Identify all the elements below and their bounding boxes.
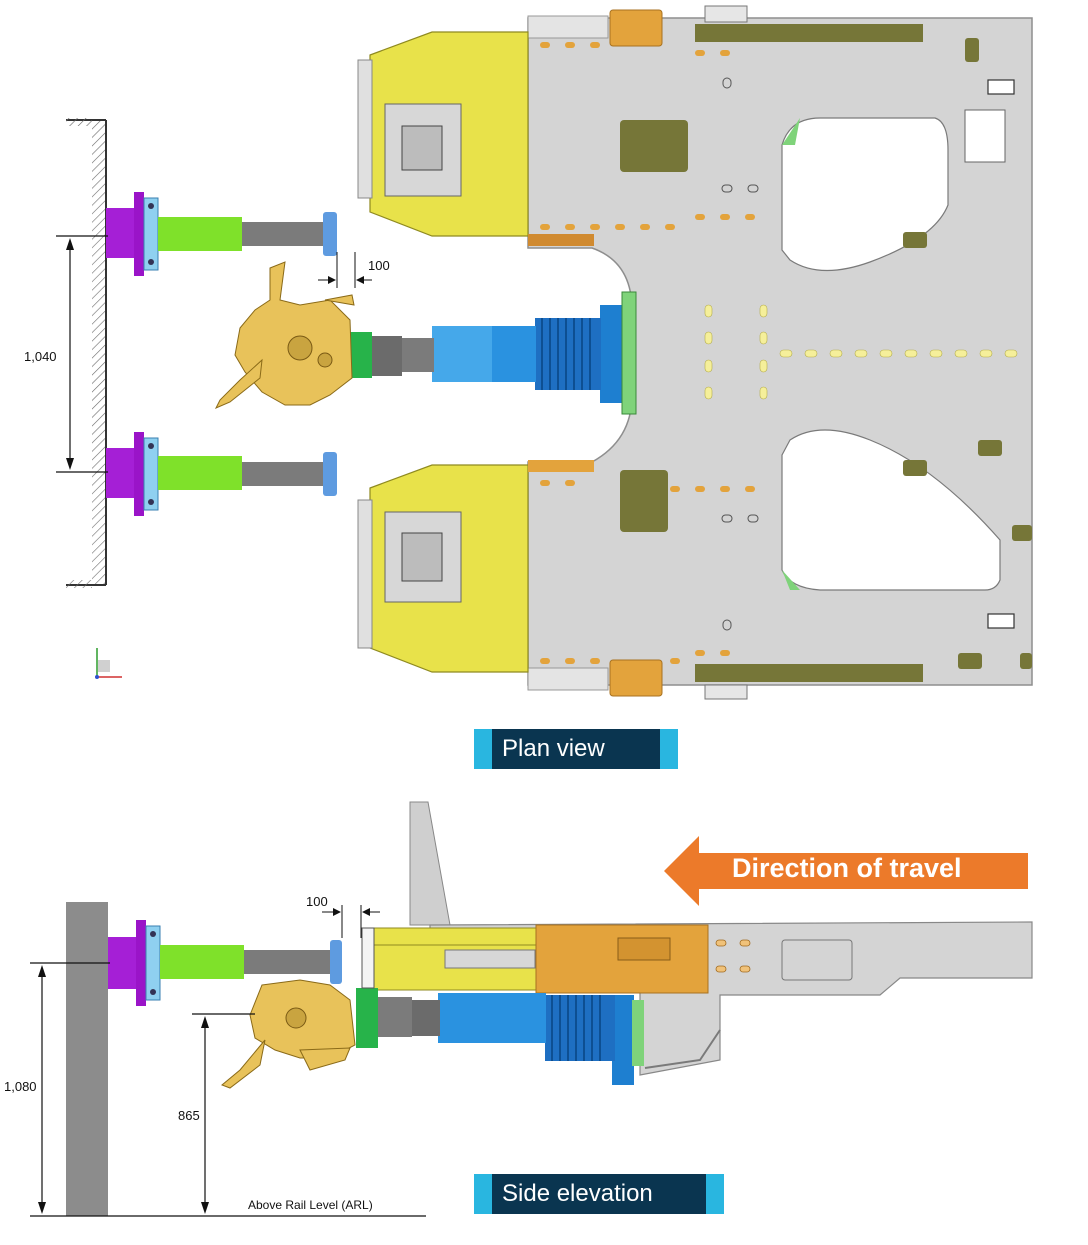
side-elevation-label: Side elevation xyxy=(492,1174,706,1214)
side-dim-1080-text: 1,080 xyxy=(4,1079,37,1094)
side-elevation-drawing: Above Rail Level (ARL) 1,080 865 100 xyxy=(4,801,1033,1217)
plan-olive-bar-top xyxy=(695,24,923,42)
side-tag-right-bar xyxy=(706,1174,724,1214)
direction-arrow-icon xyxy=(664,836,1028,906)
side-elevation-tag: Side elevation xyxy=(474,1174,724,1214)
plan-dim-1040-text: 1,040 xyxy=(24,349,57,364)
plan-underframe xyxy=(527,5,1033,700)
plan-tag-right-bar xyxy=(660,729,678,769)
direction-of-travel-label: Direction of travel xyxy=(732,853,962,883)
plan-cab-end-lower xyxy=(357,460,594,673)
plan-olive-bar-bottom xyxy=(695,664,923,682)
plan-dim-100: 100 xyxy=(318,252,390,288)
plan-buffer-stop-wall xyxy=(66,118,107,588)
side-dim-1080: 1,080 xyxy=(4,962,110,1214)
plan-tag-left-bar xyxy=(474,729,492,769)
side-buffer-stop-wall xyxy=(66,902,108,1216)
side-dim-865: 865 xyxy=(178,1013,255,1214)
plan-view-drawing: 1,040 100 xyxy=(24,5,1033,700)
side-buffer xyxy=(108,920,375,1006)
rail-level-label: Above Rail Level (ARL) xyxy=(248,1198,373,1212)
plan-coupler-head xyxy=(214,261,355,409)
plan-draft-gear xyxy=(348,291,637,415)
plan-view-label: Plan view xyxy=(492,729,660,769)
side-underframe xyxy=(369,801,1033,1076)
plan-buffer-upper xyxy=(106,192,337,276)
plan-buffer-lower xyxy=(106,432,337,516)
side-coupler-head xyxy=(221,979,356,1089)
side-draft-gear xyxy=(356,988,644,1085)
side-dim-865-text: 865 xyxy=(178,1108,200,1123)
plan-dim-1040: 1,040 xyxy=(24,235,108,473)
plan-dim-100-text: 100 xyxy=(368,258,390,273)
side-tag-left-bar xyxy=(474,1174,492,1214)
side-dim-100-text: 100 xyxy=(306,894,328,909)
axis-triad-icon xyxy=(95,648,122,679)
plan-rivets xyxy=(540,42,1018,664)
side-dim-100: 100 xyxy=(306,894,380,938)
plan-view-tag: Plan view xyxy=(474,729,678,769)
plan-cab-end-upper xyxy=(357,31,594,246)
